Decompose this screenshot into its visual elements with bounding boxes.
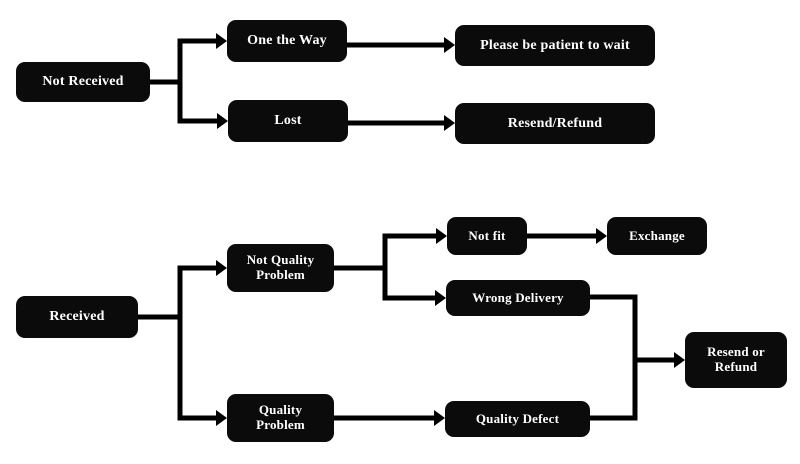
arrow-lost [217, 113, 228, 129]
split-to-on-the-way [177, 38, 218, 82]
node-please-wait[interactable]: Please be patient to wait [455, 25, 655, 66]
node-label: Resend or Refund [707, 344, 765, 374]
node-label: Quality Problem [256, 402, 305, 432]
split-to-lost [177, 82, 219, 124]
connector-paths [138, 38, 676, 421]
node-resend-refund[interactable]: Resend/Refund [455, 103, 655, 144]
node-not-quality[interactable]: Not Quality Problem [227, 244, 334, 292]
node-label: Not Quality Problem [246, 252, 315, 282]
arrow-exchange [596, 228, 607, 244]
node-label: Not Received [42, 74, 124, 90]
arrow-resend-or-refund [674, 352, 685, 368]
node-label: Exchange [629, 227, 685, 243]
node-label: Received [49, 309, 105, 325]
node-label: Resend/Refund [507, 115, 603, 131]
node-label: Lost [274, 113, 302, 129]
node-label: One the Way [247, 33, 327, 49]
node-label: Wrong Delivery [472, 289, 564, 305]
split2-to-not-fit [382, 233, 438, 268]
node-quality-defect[interactable]: Quality Defect [445, 401, 590, 437]
arrow-please-wait [444, 37, 455, 53]
node-on-the-way[interactable]: One the Way [227, 20, 347, 62]
split-to-quality-problem [177, 317, 218, 421]
arrow-quality-problem [216, 410, 227, 426]
node-quality-problem[interactable]: Quality Problem [227, 394, 334, 442]
arrow-wrong-delivery [435, 290, 446, 306]
arrow-on-the-way [216, 33, 227, 49]
node-received[interactable]: Received [16, 296, 138, 338]
node-label: Please be patient to wait [480, 37, 630, 53]
node-label: Quality Defect [475, 410, 560, 426]
wrong-delivery-to-merge [590, 294, 638, 360]
node-label: Not fit [468, 227, 506, 243]
node-exchange[interactable]: Exchange [607, 217, 707, 255]
split2-to-wrong-delivery [382, 268, 437, 301]
node-resend-or-refund[interactable]: Resend or Refund [685, 332, 787, 388]
arrow-resend-refund [444, 115, 455, 131]
arrow-not-fit [436, 228, 447, 244]
node-wrong-delivery[interactable]: Wrong Delivery [446, 280, 590, 316]
arrow-not-quality [216, 260, 227, 276]
arrow-quality-defect [434, 410, 445, 426]
quality-defect-to-merge [590, 360, 638, 421]
node-lost[interactable]: Lost [228, 100, 348, 142]
node-not-received[interactable]: Not Received [16, 62, 150, 102]
split-to-not-quality [177, 265, 218, 317]
arrowhead-group [216, 33, 685, 426]
node-not-fit[interactable]: Not fit [447, 217, 527, 255]
